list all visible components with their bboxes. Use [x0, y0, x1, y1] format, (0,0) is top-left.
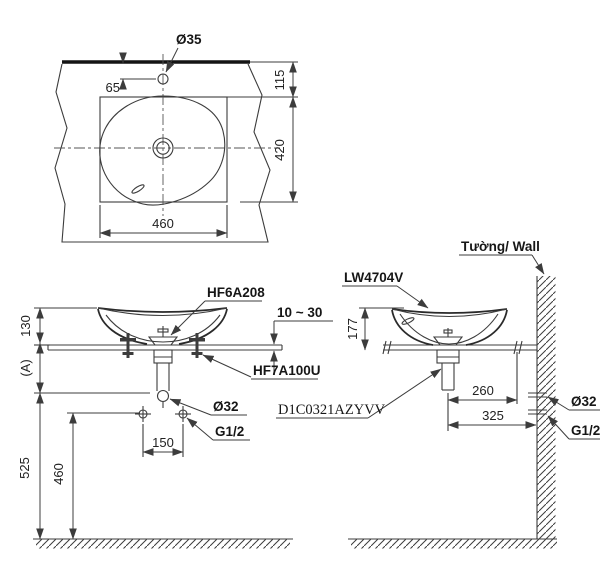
plan-faucet-hole	[157, 73, 169, 85]
plan-view: Ø35 65 115 420 460	[54, 32, 298, 243]
overflow-mark	[131, 184, 145, 194]
front-drain-dia-text: Ø32	[213, 399, 239, 414]
front-supply-thread-text: G1/2	[215, 424, 244, 439]
plan-dim-right-chain	[227, 61, 298, 203]
front-dim-150-text: 150	[152, 435, 174, 450]
side-trap-part-label: D1C0321AZYVV	[278, 402, 386, 418]
front-basin	[97, 307, 228, 345]
front-drain-part-label: HF6A208	[207, 285, 265, 300]
front-mounting-bolts	[120, 333, 205, 358]
side-wall-stubs	[528, 392, 547, 415]
front-dim-counter-thickness	[270, 320, 333, 374]
side-drain-assembly	[432, 328, 464, 391]
side-wall-drain-leader	[547, 396, 600, 411]
side-wall-supply-thread-text: G1/2	[571, 423, 600, 438]
front-left-dim-chain	[34, 307, 150, 540]
plan-dim-115-text: 115	[272, 70, 287, 91]
side-floor	[348, 538, 557, 549]
front-supply-points	[135, 406, 191, 422]
front-dim-460	[67, 412, 140, 540]
side-trap-leader	[276, 368, 442, 419]
front-supply-thread-leader	[186, 417, 250, 441]
side-counter	[382, 340, 537, 355]
side-wall	[536, 276, 556, 539]
side-basin	[391, 308, 508, 346]
plan-faucet-hole-leader	[165, 47, 179, 73]
side-dim-260-text: 260	[472, 383, 494, 398]
side-elevation-view: LW4704V Tường/ Wall 177 D1C0321AZYVV 260	[276, 239, 600, 549]
plan-hole-dia-label: Ø35	[176, 32, 202, 47]
side-overflow-mark	[401, 317, 415, 325]
side-dim-325-text: 325	[482, 408, 504, 423]
plan-drain	[152, 137, 174, 159]
front-label-leader-hf7a100u	[202, 354, 318, 380]
side-wall-label: Tường/ Wall	[461, 239, 540, 254]
front-counter-thickness-text: 10 ~ 30	[277, 305, 322, 320]
side-dim-177	[359, 307, 404, 351]
side-wall-supply-leader	[547, 415, 600, 440]
plan-sink-outline	[99, 95, 226, 206]
side-wall-drain-dia-text: Ø32	[571, 394, 597, 409]
plan-sink-bounding-rect	[99, 96, 228, 203]
front-drain-assembly	[147, 326, 179, 408]
plan-centerlines	[54, 54, 280, 216]
front-floor	[33, 538, 293, 549]
side-label-leader-lw4704v	[342, 285, 429, 309]
plan-dim-420-text: 420	[272, 139, 287, 161]
plan-dim-65	[119, 52, 156, 90]
side-dim-177-text: 177	[345, 318, 360, 340]
front-counter	[47, 344, 283, 351]
side-wall-leader	[459, 254, 545, 275]
plan-dim-460-text: 460	[152, 216, 174, 231]
front-dim-130-text: 130	[18, 315, 33, 337]
plan-dim-65-text: 65	[106, 80, 120, 95]
front-label-leader-hf6a208	[170, 300, 262, 336]
front-dim-460-text: 460	[51, 463, 66, 485]
front-elevation-view: HF6A208 10 ~ 30 HF7A100U 130 (A) 525 460	[17, 285, 333, 549]
front-dim-150	[142, 424, 184, 457]
side-basin-part-label: LW4704V	[344, 270, 403, 285]
front-dim-a-text: (A)	[18, 359, 33, 376]
front-drain-dia-leader	[169, 398, 247, 416]
front-bracket-part-label: HF7A100U	[253, 363, 321, 378]
plan-dim-460	[99, 205, 228, 238]
plan-counter-outline	[54, 60, 298, 243]
front-dim-525-text: 525	[17, 457, 32, 479]
